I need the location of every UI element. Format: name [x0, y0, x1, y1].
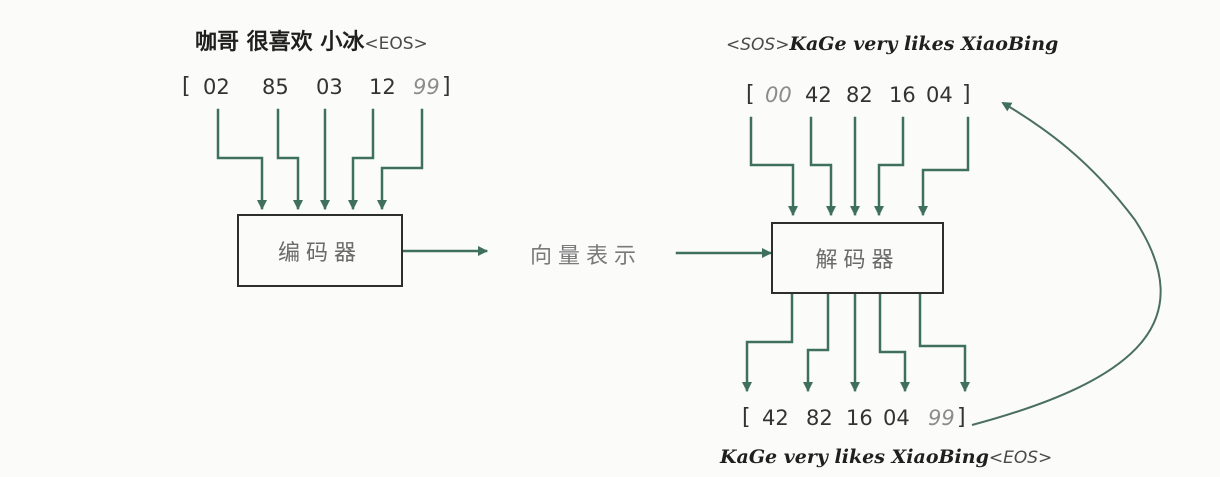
- vector-label: 向量表示: [530, 244, 643, 269]
- decoder-output-token: 42: [762, 406, 789, 430]
- open-bracket: [: [746, 82, 755, 107]
- decoder-input-token: 82: [846, 83, 873, 107]
- eos-tag: <EOS>: [988, 448, 1053, 468]
- decoder-input-sentence: <SOS>KaGe very likes XiaoBing: [726, 33, 1058, 55]
- input-token: 12: [369, 75, 396, 99]
- decoder-output-token: 04: [883, 406, 910, 430]
- feedback-curve-arrow: [971, 101, 1162, 426]
- decoder-output-token-eos: 99: [928, 406, 955, 430]
- decoder-output-arrow-1: [742, 292, 794, 392]
- decoder-input-arrow-4: [874, 116, 905, 216]
- input-token: 85: [262, 75, 289, 99]
- close-bracket: ]: [442, 74, 451, 99]
- decoder-label: 解码器: [815, 248, 900, 273]
- decoder-output-arrow-2: [803, 292, 830, 392]
- decoder-output-arrow-4: [878, 292, 910, 392]
- decoder-output-sentence-text: KaGe very likes XiaoBing: [720, 446, 989, 468]
- close-bracket: ]: [962, 82, 971, 107]
- decoder-output-token: 16: [846, 406, 873, 430]
- decoder-input-token: 16: [889, 83, 916, 107]
- input-arrow-4: [348, 108, 375, 210]
- decoder-input-sentence-text: KaGe very likes XiaoBing: [789, 33, 1059, 55]
- input-token-eos: 99: [413, 75, 440, 99]
- eos-tag: <EOS>: [364, 34, 428, 54]
- open-bracket: [: [182, 74, 191, 99]
- decoder-input-arrow-1: [749, 116, 798, 216]
- input-sentence: 咖哥 很喜欢 小冰<EOS>: [195, 24, 428, 56]
- input-arrow-5: [377, 108, 424, 210]
- encoder-box: 编码器: [237, 214, 403, 287]
- decoder-input-arrow-5: [918, 116, 970, 216]
- open-bracket: [: [742, 405, 751, 430]
- input-token: 02: [203, 75, 230, 99]
- decoder-output-token: 82: [806, 406, 833, 430]
- input-arrow-1: [216, 108, 267, 210]
- input-sentence-text: 咖哥 很喜欢 小冰: [195, 30, 365, 55]
- sos-tag: <SOS>: [726, 35, 790, 55]
- decoder-input-token-sos: 00: [765, 83, 792, 107]
- input-token: 03: [316, 75, 343, 99]
- input-arrow-2: [276, 108, 303, 210]
- decoder-box: 解码器: [771, 222, 944, 294]
- decoder-input-arrow-2: [809, 116, 836, 216]
- decoder-input-token: 04: [926, 83, 953, 107]
- close-bracket: ]: [957, 405, 966, 430]
- decoder-input-token: 42: [805, 83, 832, 107]
- decoder-output-arrow-5: [918, 292, 970, 392]
- decoder-output-sentence: KaGe very likes XiaoBing<EOS>: [720, 446, 1052, 468]
- encoder-label: 编码器: [277, 240, 362, 266]
